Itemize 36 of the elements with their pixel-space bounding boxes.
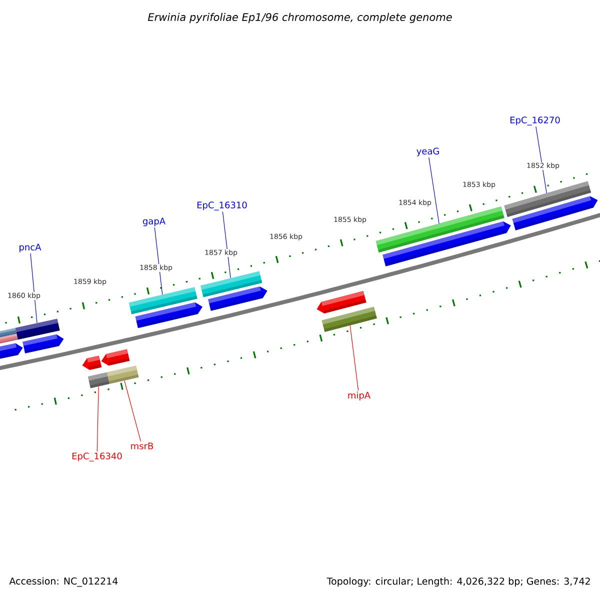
leader-line [536, 126, 547, 194]
gene-label: yeaG [416, 148, 439, 156]
leader-line [350, 325, 359, 391]
gene-bar [0, 334, 18, 345]
gene-label: EpC_16270 [510, 116, 560, 126]
title: Erwinia pyrifoliae Ep1/96 chromosome, complete genome [148, 12, 452, 24]
gene-bar [200, 271, 262, 298]
gene-bar [88, 372, 110, 388]
gene-bar [322, 306, 377, 332]
gene-feature [135, 302, 202, 328]
gene-feature [101, 349, 130, 366]
gene-bar [376, 206, 504, 253]
gene-bar [106, 366, 139, 384]
leader-line [154, 227, 163, 295]
gene-label: msrB [131, 442, 154, 450]
gene-feature [82, 356, 102, 370]
footer-text: Topology: circular; Length: 4,026,322 bp; Genes: 3,742 [326, 577, 590, 587]
leader-line [428, 157, 440, 224]
gene-bar [15, 318, 60, 340]
gene-feature [0, 343, 23, 360]
gene-feature [512, 196, 598, 230]
gene-feature [316, 290, 366, 314]
footer-text: Accession: NC_012214 [9, 577, 118, 587]
gene-bar [0, 328, 17, 339]
gene-bar [504, 181, 592, 218]
gene-label: pncA [20, 244, 42, 252]
leader-line [124, 380, 142, 442]
gene-label: EpC_16310 [197, 202, 247, 210]
gene-label: EpC_16340 [72, 452, 122, 462]
gene-bar [128, 287, 198, 314]
gene-label: mipA [348, 392, 370, 400]
gene-feature [382, 221, 511, 266]
gene-feature [208, 286, 268, 311]
gene-label: gapA [142, 218, 166, 226]
leader-line [96, 386, 99, 452]
leader-line [30, 253, 38, 324]
